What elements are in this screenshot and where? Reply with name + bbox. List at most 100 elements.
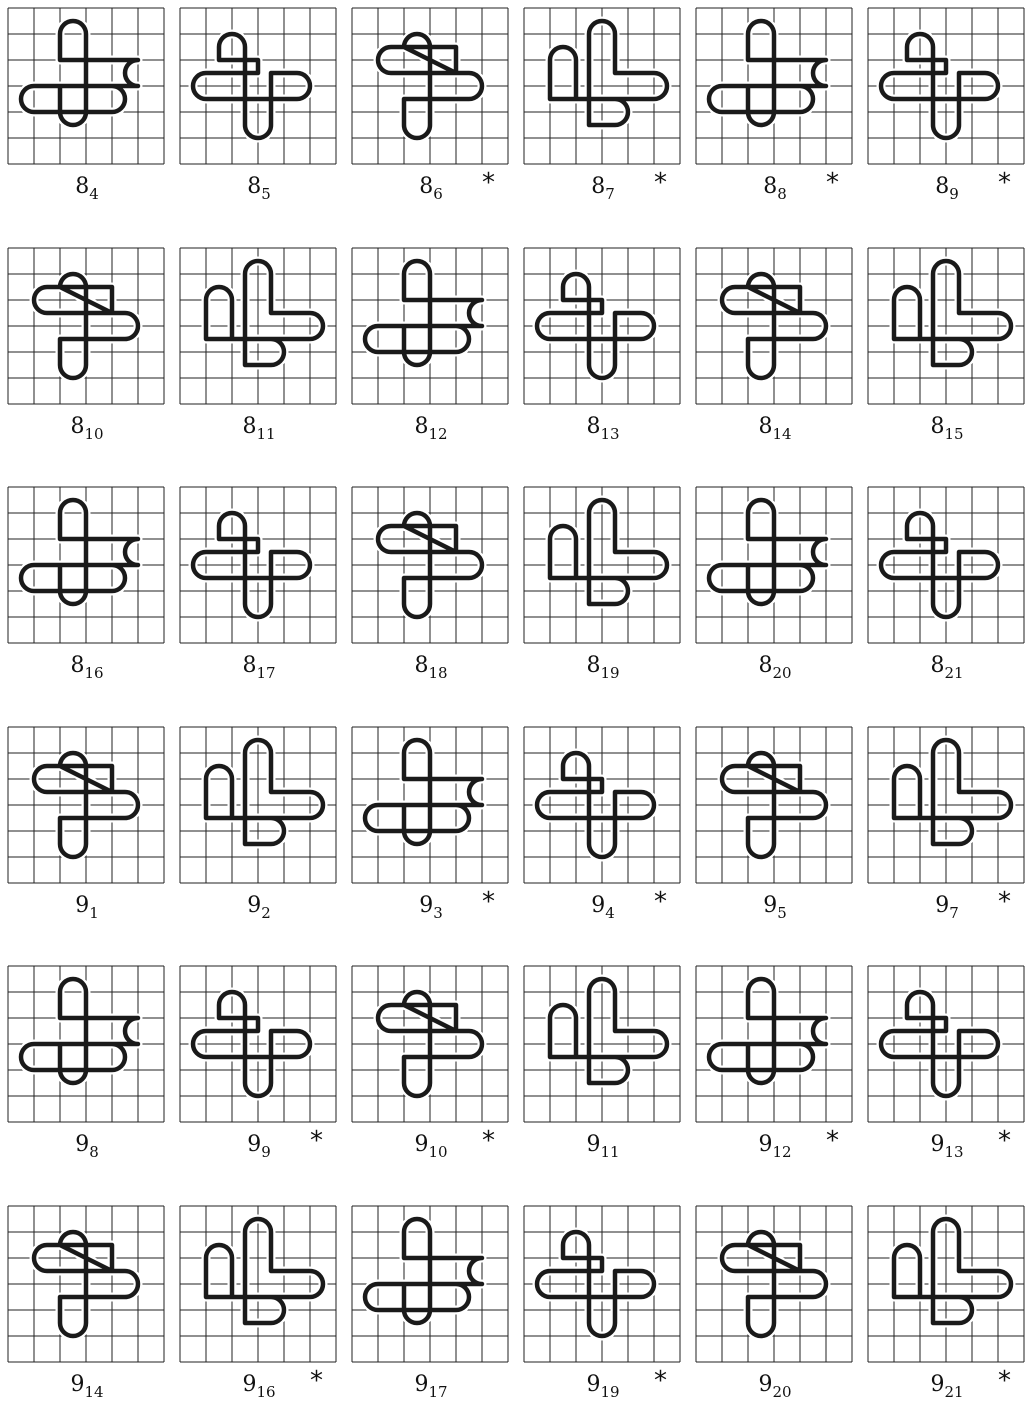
knot-diagram [180,248,336,404]
knot-label: 820 [692,651,858,681]
knot-crossing-number: 9 [763,893,777,918]
knot-cell: 94* [520,719,692,949]
knot-cell: 821 [864,479,1029,709]
star-marker: * [654,1366,667,1396]
knot-index: 8 [89,1143,99,1161]
knot-cell: 813 [520,240,692,470]
knot-diagram [352,966,508,1122]
knot-strand [894,261,1011,365]
knot-label: 821 [864,651,1029,681]
star-marker: * [482,1126,495,1156]
knot-index: 10 [84,425,103,443]
knot-cell: 812 [348,240,520,470]
knot-diagram [8,248,164,404]
knot-diagram [524,487,680,643]
star-marker: * [310,1126,323,1156]
knot-diagram [180,966,336,1122]
knot-crossing-number: 8 [930,414,944,439]
knot-index: 18 [428,664,447,682]
knot-crossing-number: 9 [414,1372,428,1397]
knot-label: 914 [4,1370,170,1400]
star-marker: * [310,1366,323,1396]
knot-cell: 910* [348,958,520,1188]
knot-diagram [352,487,508,643]
knot-strand [550,979,667,1083]
knot-crossing-number: 9 [758,1132,772,1157]
star-marker: * [998,1366,1011,1396]
knot-strand [206,261,323,365]
knot-cell: 87* [520,0,692,230]
knot-crossing-number: 9 [70,1372,84,1397]
knot-cell: 817 [176,479,348,709]
knot-index: 1 [89,904,99,922]
knot-index: 3 [433,904,443,922]
knot-label: 814 [692,412,858,442]
knot-cell: 920 [692,1198,864,1428]
knot-index: 2 [261,904,271,922]
knot-index: 19 [600,664,619,682]
knot-index: 7 [605,185,615,203]
knot-diagram [524,8,680,164]
knot-crossing-number: 9 [930,1132,944,1157]
knot-cell: 95 [692,719,864,949]
knot-cell: 814 [692,240,864,470]
knot-index: 16 [84,664,103,682]
knot-cell: 93* [348,719,520,949]
knot-label: 85 [176,172,342,202]
knot-index: 11 [600,1143,619,1161]
knot-index: 6 [433,185,443,203]
knot-strand [206,1219,323,1323]
knot-index: 13 [944,1143,963,1161]
knot-cell: 86* [348,0,520,230]
knot-diagram [868,487,1024,643]
knot-crossing-number: 8 [70,414,84,439]
knot-cell: 810 [4,240,176,470]
knot-index: 16 [256,1383,275,1401]
knot-index: 13 [600,425,619,443]
knot-label: 817 [176,651,342,681]
knot-strand [894,740,1011,844]
star-marker: * [826,168,839,198]
knot-crossing-number: 9 [75,1132,89,1157]
knot-label: 92 [176,891,342,921]
knot-index: 14 [84,1383,103,1401]
knot-diagram [696,966,852,1122]
knot-cell: 919* [520,1198,692,1428]
knot-cell: 917 [348,1198,520,1428]
star-marker: * [482,168,495,198]
knot-index: 7 [949,904,959,922]
knot-cell: 816 [4,479,176,709]
knot-diagram [868,1206,1024,1362]
knot-cell: 820 [692,479,864,709]
knot-index: 8 [777,185,787,203]
knot-crossing-number: 9 [591,893,605,918]
knot-crossing-number: 8 [242,414,256,439]
knot-diagram [524,727,680,883]
knot-label: 819 [520,651,686,681]
knot-cell: 84 [4,0,176,230]
knot-diagram [8,8,164,164]
knot-crossing-number: 9 [75,893,89,918]
knot-cell: 913* [864,958,1029,1188]
knot-crossing-number: 8 [930,653,944,678]
knot-cell: 912* [692,958,864,1188]
knot-crossing-number: 9 [242,1372,256,1397]
knot-index: 9 [261,1143,271,1161]
knot-index: 10 [428,1143,447,1161]
knot-crossing-number: 8 [591,174,605,199]
knot-diagram [180,8,336,164]
knot-strand [550,500,667,604]
knot-crossing-number: 8 [414,653,428,678]
star-marker: * [998,168,1011,198]
knot-index: 4 [605,904,615,922]
knot-label: 95 [692,891,858,921]
knot-crossing-number: 8 [586,414,600,439]
knot-label: 920 [692,1370,858,1400]
knot-index: 20 [772,1383,791,1401]
knot-crossing-number: 9 [419,893,433,918]
knot-label: 84 [4,172,170,202]
knot-cell: 921* [864,1198,1029,1428]
knot-index: 17 [256,664,275,682]
knot-index: 21 [944,664,963,682]
